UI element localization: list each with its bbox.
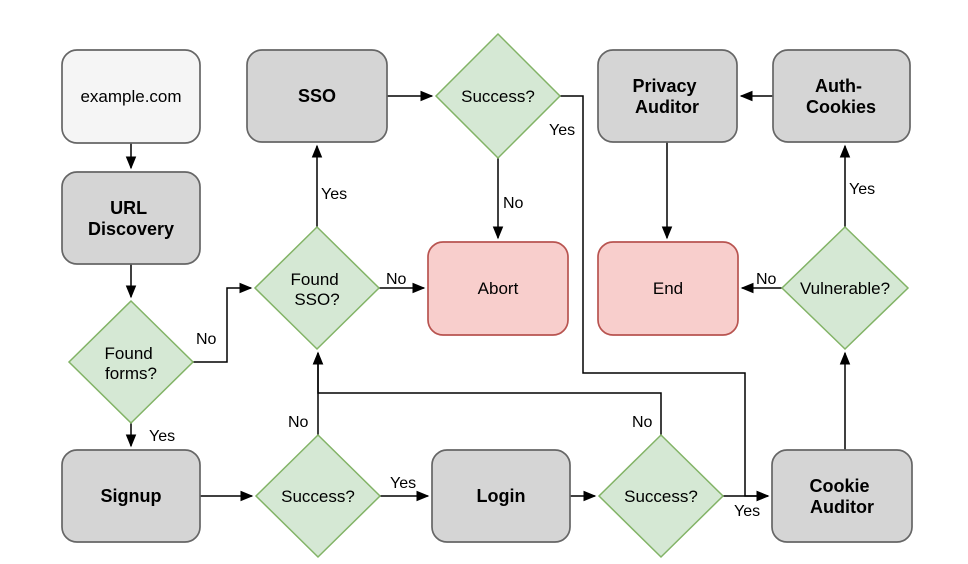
edge-label-ssosuccess-yes: Yes [549, 122, 575, 139]
edge-label-vulnerable-yes: Yes [849, 181, 875, 198]
node-sso-success-label: Success? [461, 87, 535, 106]
node-found-sso-label: Found SSO? [291, 270, 344, 309]
node-abort-shape [427, 241, 569, 336]
node-auth-cookies-shape [772, 49, 911, 143]
node-cookie-auditor-shape [771, 449, 913, 543]
node-signup-shape [61, 449, 201, 543]
node-end-label: End [653, 279, 683, 298]
edge-labels: Yes No Yes No No Yes Yes No Yes No Yes N… [149, 122, 875, 520]
node-auth-cookies-label: Auth- Cookies [806, 76, 876, 117]
edge-label-loginsuccess-yes: Yes [734, 503, 760, 520]
node-abort: Abort [427, 241, 569, 336]
node-cookie-auditor-label: Cookie Auditor [809, 476, 874, 517]
node-signup-label: Signup [101, 486, 162, 506]
node-url-discovery-label: URL Discovery [88, 198, 174, 239]
node-sso: SSO [246, 49, 388, 143]
edge-label-ssosuccess-no: No [503, 195, 524, 212]
node-privacy-auditor-label: Privacy Auditor [632, 76, 701, 117]
node-found-sso: Found SSO? [253, 225, 381, 351]
node-found-forms: Found forms? [67, 299, 195, 425]
node-sso-success: Success? [434, 32, 562, 160]
node-sso-shape [246, 49, 388, 143]
node-sso-success-shape [434, 32, 562, 160]
node-example-com-label: example.com [80, 87, 181, 106]
node-found-forms-shape [67, 299, 195, 425]
node-login-success: Success? [597, 433, 725, 559]
node-abort-label: Abort [478, 279, 519, 298]
node-url-discovery: URL Discovery [61, 171, 201, 265]
node-auth-cookies: Auth- Cookies [772, 49, 911, 143]
node-sso-label: SSO [298, 86, 336, 106]
node-end: End [597, 241, 739, 336]
edge-label-signupsuccess-no: No [288, 414, 309, 431]
node-cookie-auditor: Cookie Auditor [771, 449, 913, 543]
edge-loginsuccess-no-to-foundsso [312, 351, 662, 435]
node-end-shape [597, 241, 739, 336]
node-login: Login [431, 449, 571, 543]
node-found-forms-label: Found forms? [105, 344, 158, 383]
node-vulnerable-label: Vulnerable? [800, 279, 890, 298]
node-privacy-auditor-shape [597, 49, 738, 143]
node-privacy-auditor: Privacy Auditor [597, 49, 738, 143]
node-found-sso-shape [253, 225, 381, 351]
node-signup: Signup [61, 449, 201, 543]
edge-label-signupsuccess-yes: Yes [390, 475, 416, 492]
edge-label-foundforms-no: No [196, 331, 217, 348]
node-login-shape [431, 449, 571, 543]
node-signup-success: Success? [254, 433, 382, 559]
edge-label-foundsso-no: No [386, 271, 407, 288]
node-signup-success-label: Success? [281, 487, 355, 506]
edge-label-foundforms-yes: Yes [149, 428, 175, 445]
edge-foundforms-no-to-foundsso [193, 282, 253, 363]
node-vulnerable-shape [780, 225, 910, 351]
node-url-discovery-shape [61, 171, 201, 265]
edge-label-vulnerable-no: No [756, 271, 777, 288]
edge-label-foundsso-yes: Yes [321, 186, 347, 203]
node-login-success-shape [597, 433, 725, 559]
node-example-com: example.com [61, 49, 201, 144]
edge-label-loginsuccess-no: No [632, 414, 653, 431]
node-example-com-shape [61, 49, 201, 144]
node-login-label: Login [477, 486, 526, 506]
node-login-success-label: Success? [624, 487, 698, 506]
node-signup-success-shape [254, 433, 382, 559]
edges [125, 90, 851, 502]
node-vulnerable: Vulnerable? [780, 225, 910, 351]
